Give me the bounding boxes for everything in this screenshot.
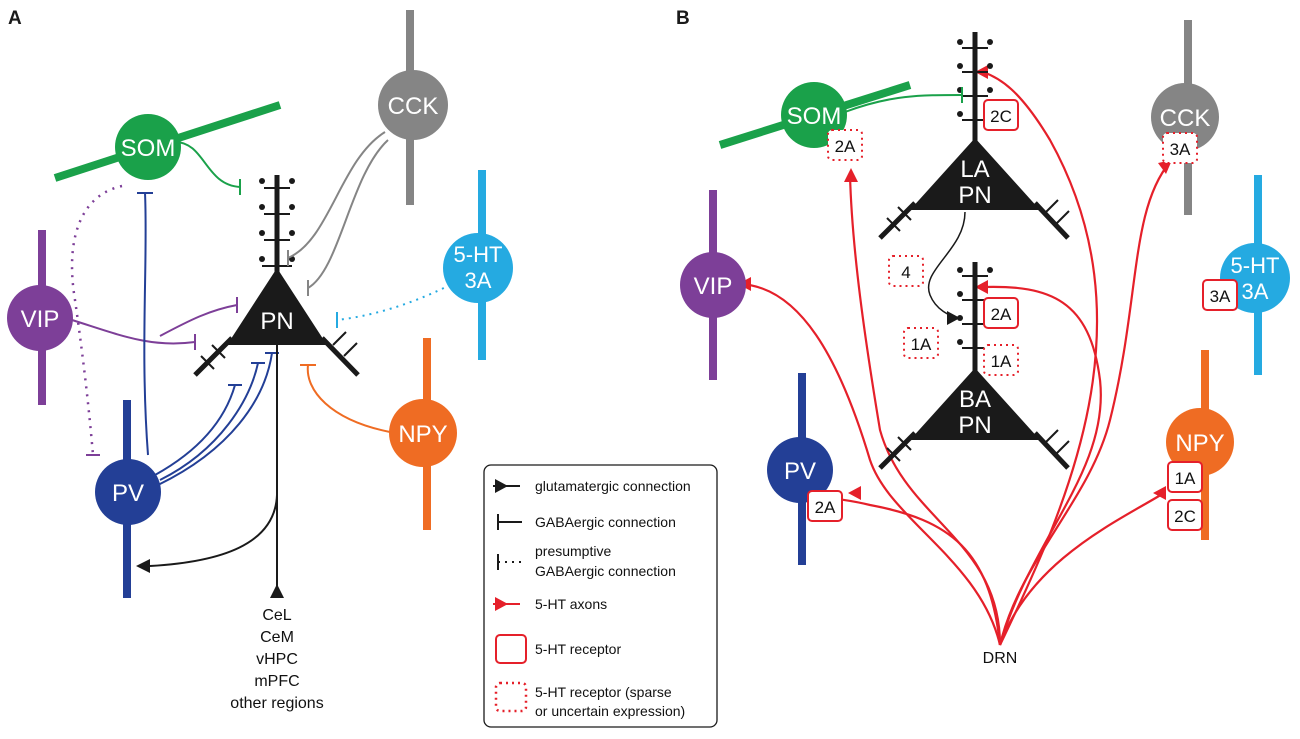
receptor-pv-2a: 2A	[807, 490, 843, 522]
legend-receptor-sparse: 5-HT receptor (sparse or uncertain expre…	[494, 681, 685, 719]
som-cell-a: SOM	[53, 101, 282, 182]
panel-a-label: A	[8, 8, 22, 29]
la-pn-label-2: PN	[958, 182, 991, 209]
ht3a-cell-b: 5-HT 3A	[1220, 175, 1290, 375]
target-mpfc: mPFC	[254, 673, 299, 690]
receptor-ba-2a: 2A	[983, 297, 1019, 329]
serotonin-axons	[737, 70, 1171, 646]
la-pn-cell: LA PN	[878, 32, 1070, 240]
target-cem: CeM	[260, 629, 294, 646]
receptor-som-2a-text: 2A	[835, 137, 856, 156]
panel-b-local-connections	[844, 87, 966, 325]
receptor-npy-2c: 2C	[1167, 499, 1203, 531]
legend-sparse-text-2: or uncertain expression)	[535, 703, 685, 719]
panel-b-label: B	[676, 8, 690, 29]
receptor-cck-3a: 3A	[1162, 132, 1198, 164]
receptor-npy-1a-text: 1A	[1175, 469, 1196, 488]
receptor-boxes: 2C 2A 3A 3A 4 2A	[807, 99, 1238, 531]
pv-cell-a: PV	[95, 400, 161, 598]
receptor-4-text: 4	[901, 263, 910, 282]
som-label-b: SOM	[787, 103, 842, 130]
legend-ht-axons: 5-HT axons	[493, 596, 607, 612]
receptor-npy-1a: 1A	[1167, 461, 1203, 493]
legend-presumptive-text-1: presumptive	[535, 543, 611, 559]
npy-label-b: NPY	[1175, 430, 1224, 457]
som-cell-b: SOM	[718, 81, 912, 149]
legend: glutamatergic connection GABAergic conne…	[483, 464, 718, 728]
vip-cell-a: VIP	[7, 230, 73, 405]
panel-a: A SOM CCK 5-HT 3A VIP N	[7, 8, 513, 712]
ht3a-label-a-2: 3A	[465, 268, 492, 293]
receptor-cck-3a-text: 3A	[1170, 140, 1191, 159]
pv-label-b: PV	[784, 458, 816, 485]
receptor-1a-left-text: 1A	[911, 335, 932, 354]
receptor-1a-left: 1A	[903, 327, 939, 359]
npy-cell-b: NPY	[1166, 350, 1234, 540]
receptor-ba-1a: 1A	[983, 344, 1019, 376]
receptor-ht3a-3a: 3A	[1202, 279, 1238, 311]
connections-a	[70, 131, 451, 598]
ht3a-label-b-2: 3A	[1242, 279, 1269, 304]
ht3a-label-b-1: 5-HT	[1231, 253, 1280, 278]
receptor-4: 4	[888, 255, 924, 287]
target-vhpc: vHPC	[256, 651, 298, 668]
cck-cell-b: CCK	[1151, 20, 1219, 215]
receptor-la-2c: 2C	[983, 99, 1019, 131]
receptor-som-2a: 2A	[827, 129, 863, 161]
pv-cell-b: PV	[767, 373, 833, 565]
legend-gabaergic: GABAergic connection	[497, 514, 676, 530]
receptor-ba-2a-text: 2A	[991, 305, 1012, 324]
target-cel: CeL	[262, 607, 291, 624]
legend-presumptive: presumptive GABAergic connection	[497, 543, 676, 579]
legend-ht-axons-text: 5-HT axons	[535, 596, 607, 612]
legend-sparse-text-1: 5-HT receptor (sparse	[535, 684, 672, 700]
legend-presumptive-text-2: GABAergic connection	[535, 563, 676, 579]
receptor-ba-1a-text: 1A	[991, 352, 1012, 371]
legend-receptor-text: 5-HT receptor	[535, 641, 621, 657]
pv-label-a: PV	[112, 480, 144, 507]
cck-cell-a: CCK	[378, 10, 448, 205]
legend-glutamatergic-text: glutamatergic connection	[535, 478, 691, 494]
receptor-npy-2c-text: 2C	[1174, 507, 1196, 526]
receptor-la-2c-text: 2C	[990, 107, 1012, 126]
legend-receptor: 5-HT receptor	[495, 634, 621, 664]
ht3a-cell-a: 5-HT 3A	[443, 170, 513, 360]
target-other-regions: other regions	[230, 695, 323, 712]
vip-label-a: VIP	[21, 306, 60, 333]
som-label-a: SOM	[121, 135, 176, 162]
receptor-ht3a-3a-text: 3A	[1210, 287, 1231, 306]
ba-pn-label-2: PN	[958, 412, 991, 439]
ht3a-label-a-1: 5-HT	[454, 242, 503, 267]
ba-pn-label-1: BA	[959, 386, 991, 413]
pn-cell-a: PN	[193, 175, 360, 377]
npy-cell-a: NPY	[389, 338, 457, 530]
panel-b: B SOM CCK	[676, 8, 1290, 667]
la-pn-label-1: LA	[960, 156, 989, 183]
legend-glutamatergic: glutamatergic connection	[493, 478, 691, 494]
npy-label-a: NPY	[398, 421, 447, 448]
receptor-pv-2a-text: 2A	[815, 498, 836, 517]
cck-label-b: CCK	[1160, 105, 1211, 132]
vip-label-b: VIP	[694, 273, 733, 300]
drn-label: DRN	[983, 650, 1018, 667]
legend-gabaergic-text: GABAergic connection	[535, 514, 676, 530]
pn-label-a: PN	[260, 308, 293, 335]
targets-list: CeL CeM vHPC mPFC other regions	[230, 607, 323, 712]
cck-label-a: CCK	[388, 93, 439, 120]
vip-cell-b: VIP	[680, 190, 746, 380]
